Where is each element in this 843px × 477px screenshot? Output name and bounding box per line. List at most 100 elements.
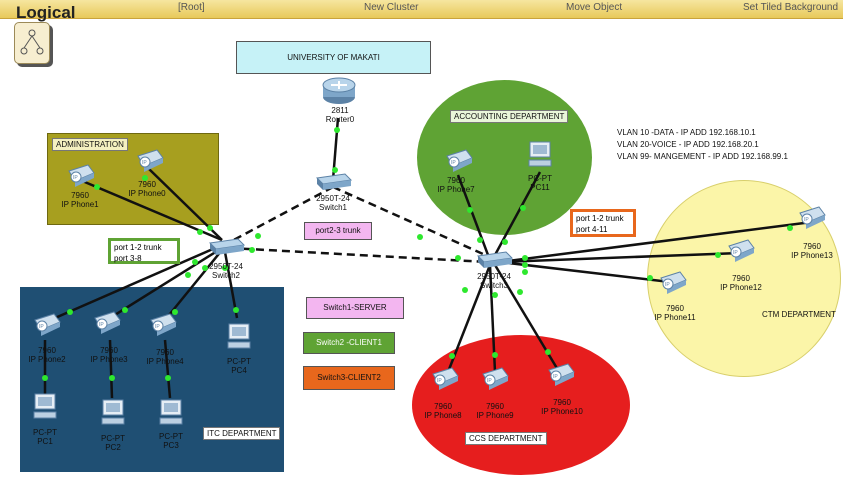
- ctm-ip-phone11-label: 7960 IP Phone11: [648, 304, 702, 322]
- svg-text:IP: IP: [804, 217, 809, 223]
- ctm-ip-phone13[interactable]: IP: [797, 205, 827, 231]
- admin-ip-phone0[interactable]: IP: [135, 148, 165, 174]
- itc-pc2-name: PC2: [105, 443, 121, 452]
- itc-ip-phone4-label: 7960 IP Phone4: [140, 348, 190, 366]
- router0-model: 2811: [331, 106, 349, 115]
- ccs-ip-phone8-model: 7960: [434, 402, 452, 411]
- switch1-port-note: port2-3 trunk: [304, 222, 372, 240]
- legend-switch1: Switch1-SERVER: [306, 297, 404, 319]
- ip-phone-icon: IP: [432, 367, 459, 390]
- vlan-note-10: VLAN 10 -DATA - IP ADD 192.168.10.1: [617, 128, 756, 137]
- ip-phone-icon: IP: [446, 149, 473, 172]
- switch-icon: [208, 238, 246, 255]
- ccs-ip-phone9[interactable]: IP: [480, 366, 510, 392]
- admin-ip-phone1-model: 7960: [71, 191, 89, 200]
- acct-ip-phone7-label: 7960 IP Phone7: [430, 176, 482, 194]
- acct-ip-phone7-name: IP Phone7: [437, 185, 475, 194]
- ccs-area[interactable]: [412, 335, 630, 475]
- new-cluster-button[interactable]: New Cluster: [364, 2, 419, 13]
- itc-ip-phone4[interactable]: IP: [148, 312, 178, 338]
- link-switch3-ctm-phone11: [499, 260, 671, 284]
- admin-ip-phone1[interactable]: IP: [66, 163, 96, 189]
- ccs-ip-phone10-label: 7960 IP Phone10: [535, 398, 589, 416]
- switch3-port-note-line1: port 1-2 trunk: [576, 214, 624, 223]
- ip-phone-icon: IP: [728, 239, 755, 262]
- link-switch3-acct-phone: [456, 174, 490, 256]
- itc-pc4[interactable]: [226, 322, 252, 350]
- accounting-label: ACCOUNTING DEPARTMENT: [450, 110, 569, 123]
- move-object-button[interactable]: Move Object: [566, 2, 623, 13]
- svg-text:IP: IP: [142, 160, 147, 166]
- itc-pc2[interactable]: [100, 398, 126, 426]
- itc-pc4-label: PC-PT PC4: [216, 357, 262, 375]
- itc-pc1-label: PC-PT PC1: [22, 428, 68, 446]
- pc-icon: [159, 399, 183, 425]
- link-switch3-ctm-phone13: [499, 220, 813, 264]
- switch2-port-note-line1: port 1-2 trunk: [114, 243, 162, 252]
- switch2-model: 2950T-24: [209, 262, 243, 271]
- ctm-ip-phone11[interactable]: IP: [658, 270, 688, 296]
- switch3-model: 2950T-24: [477, 272, 511, 281]
- ctm-ip-phone13-label: 7960 IP Phone13: [786, 242, 838, 260]
- link-switch2-itc-pc-top: [223, 251, 239, 319]
- itc-area[interactable]: [20, 287, 284, 472]
- itc-pc3[interactable]: [158, 398, 184, 426]
- ccs-ip-phone9-model: 7960: [486, 402, 504, 411]
- admin-ip-phone0-model: 7960: [138, 180, 156, 189]
- set-background-button[interactable]: Set Tiled Background: [743, 2, 839, 13]
- ctm-ip-phone13-name: IP Phone13: [791, 251, 833, 260]
- ctm-ip-phone11-name: IP Phone11: [654, 313, 696, 322]
- ip-phone-icon: IP: [548, 363, 575, 386]
- ctm-ip-phone11-model: 7960: [666, 304, 684, 313]
- switch3-port-note-line2: port 4-11: [576, 225, 608, 234]
- vlan-note-99: VLAN 99- MANGEMENT - IP ADD 192.168.99.1: [617, 152, 788, 161]
- ip-phone-icon: IP: [799, 206, 826, 229]
- switch-icon: [315, 173, 353, 190]
- itc-ip-phone2[interactable]: IP: [32, 312, 62, 338]
- switch3[interactable]: [474, 250, 514, 270]
- switch-icon: [476, 251, 514, 268]
- pc-icon: [101, 399, 125, 425]
- logical-view-icon[interactable]: [14, 22, 50, 64]
- switch2-port-note: port 1-2 trunk port 3-8: [108, 238, 180, 264]
- ccs-ip-phone8[interactable]: IP: [430, 366, 460, 392]
- itc-ip-phone2-name: IP Phone2: [28, 355, 66, 364]
- title-box[interactable]: UNIVERSITY OF MAKATI: [236, 41, 431, 74]
- ccs-ip-phone10[interactable]: IP: [546, 362, 576, 388]
- switch3-port-note: port 1-2 trunk port 4-11: [570, 209, 636, 237]
- itc-ip-phone2-model: 7960: [38, 346, 56, 355]
- switch2[interactable]: [206, 237, 246, 257]
- itc-pc4-model: PC-PT: [227, 357, 251, 366]
- legend-switch3: Switch3-CLIENT2: [303, 366, 395, 390]
- itc-ip-phone4-model: 7960: [156, 348, 174, 357]
- itc-ip-phone3-label: 7960 IP Phone3: [84, 346, 134, 364]
- ccs-ip-phone9-label: 7960 IP Phone9: [470, 402, 520, 420]
- admin-ip-phone1-name: IP Phone1: [61, 200, 99, 209]
- itc-ip-phone3[interactable]: IP: [92, 310, 122, 336]
- accounting-area[interactable]: [417, 80, 592, 235]
- acct-ip-phone7[interactable]: IP: [444, 148, 474, 174]
- switch1[interactable]: [313, 172, 353, 192]
- ccs-ip-phone10-model: 7960: [553, 398, 571, 407]
- ip-phone-icon: IP: [68, 164, 95, 187]
- switch1-model: 2950T-24: [316, 194, 350, 203]
- itc-pc1-name: PC1: [37, 437, 53, 446]
- itc-pc1[interactable]: [32, 392, 58, 420]
- router-icon: [322, 77, 356, 104]
- admin-ip-phone0-label: 7960 IP Phone0: [122, 180, 172, 198]
- itc-ip-phone3-name: IP Phone3: [90, 355, 128, 364]
- svg-text:IP: IP: [39, 324, 44, 330]
- ip-phone-icon: IP: [150, 313, 177, 336]
- root-button[interactable]: [Root]: [178, 2, 205, 13]
- acct-pc11[interactable]: [527, 140, 553, 168]
- ccs-ip-phone8-label: 7960 IP Phone8: [418, 402, 468, 420]
- router0[interactable]: [321, 75, 357, 105]
- legend-switch2: Switch2 -CLIENT1: [303, 332, 395, 354]
- switch2-port-note-line2: port 3-8: [114, 254, 142, 263]
- svg-text:IP: IP: [99, 322, 104, 328]
- ccs-label: CCS DEPARTMENT: [465, 432, 547, 445]
- ctm-ip-phone12[interactable]: IP: [726, 238, 756, 264]
- ip-phone-icon: IP: [137, 149, 164, 172]
- itc-pc3-name: PC3: [163, 441, 179, 450]
